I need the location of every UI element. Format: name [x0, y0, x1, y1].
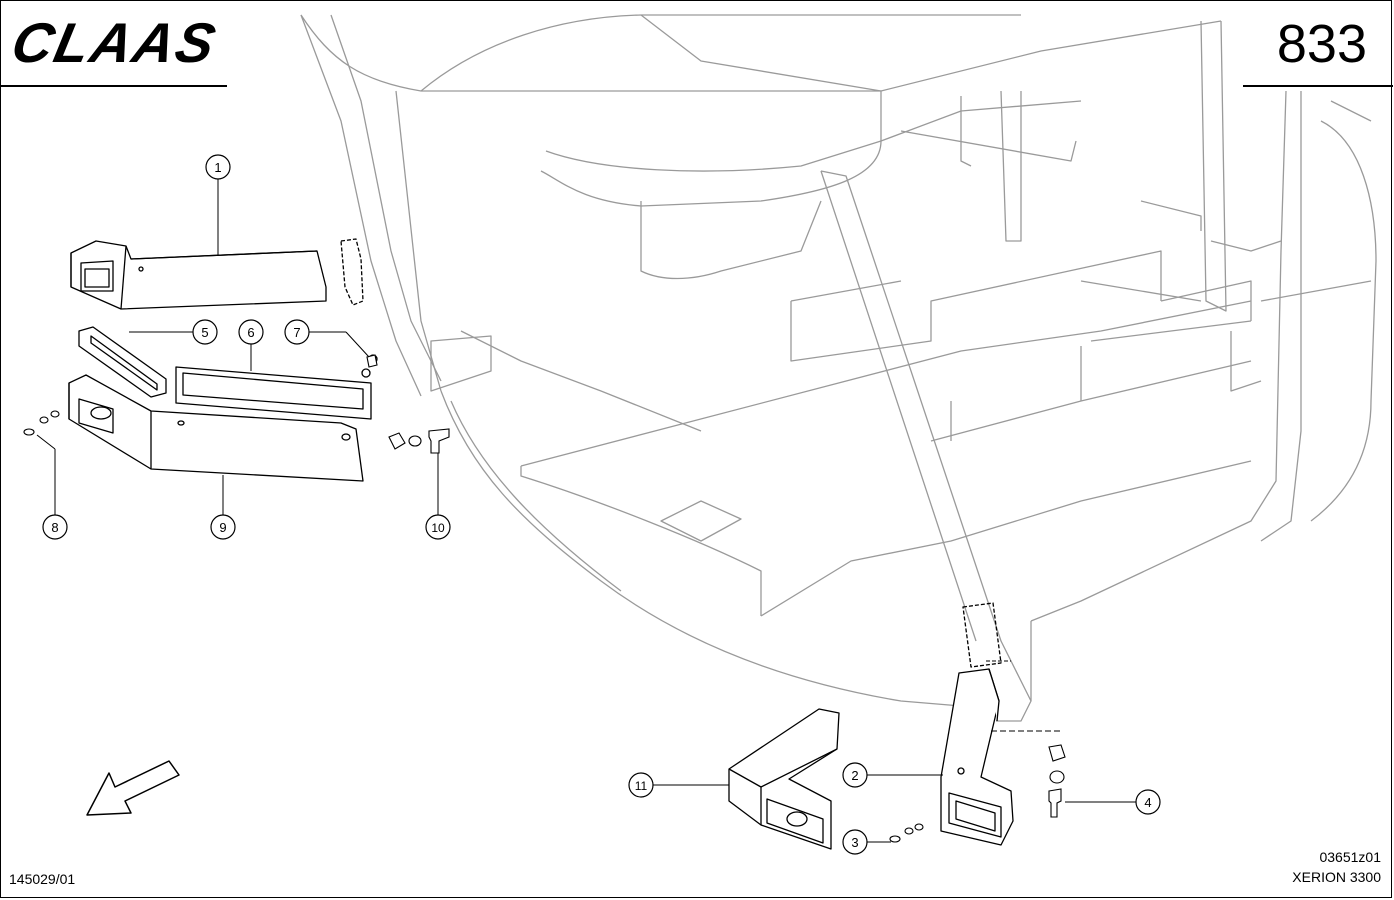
svg-text:3: 3: [851, 835, 858, 850]
page-number: 833: [1276, 14, 1367, 74]
part-7-nut: [366, 354, 378, 368]
svg-text:7: 7: [293, 325, 300, 340]
part-3-screw-washer: [889, 823, 924, 843]
callout-7: 7: [284, 319, 310, 345]
footer-info: 03651z01 XERION 3300: [1292, 847, 1381, 887]
part-9-lower-bracket: [68, 374, 364, 482]
svg-text:4: 4: [1144, 795, 1151, 810]
callout-3: 3: [842, 829, 868, 855]
svg-text:2: 2: [851, 768, 858, 783]
svg-text:11: 11: [635, 779, 648, 793]
callout-1: 1: [205, 154, 231, 180]
part-10-bolt-nut: [388, 428, 450, 454]
callout-10: 10: [425, 514, 451, 540]
part-1-upper-bracket: [70, 238, 364, 310]
document-code: 145029/01: [9, 871, 76, 887]
part-6-seal-strip: [175, 354, 378, 420]
part-2-step-support: [940, 602, 1014, 846]
callout-6: 6: [238, 319, 264, 345]
svg-text:5: 5: [201, 325, 208, 340]
callout-8: 8: [42, 514, 68, 540]
cab-outline: [300, 14, 1377, 722]
svg-text:6: 6: [247, 325, 254, 340]
callout-11: 11: [628, 772, 654, 798]
svg-text:1: 1: [214, 160, 221, 175]
leader-lines: [36, 179, 1136, 843]
svg-text:9: 9: [219, 520, 226, 535]
svg-text:10: 10: [431, 521, 445, 535]
callout-2: 2: [842, 762, 868, 788]
svg-text:8: 8: [51, 520, 58, 535]
part-5-gasket: [78, 326, 167, 398]
drawing-id: 03651z01: [1319, 849, 1381, 865]
part-8-screw-washer: [23, 410, 60, 436]
callout-5: 5: [192, 319, 218, 345]
callout-9: 9: [210, 514, 236, 540]
part-4-bolt-nut-washer: [1048, 744, 1066, 818]
direction-arrow-icon: [86, 760, 180, 816]
callout-4: 4: [1135, 789, 1161, 815]
model-name: XERION 3300: [1292, 869, 1381, 885]
part-11-corner-bracket: [728, 708, 840, 850]
